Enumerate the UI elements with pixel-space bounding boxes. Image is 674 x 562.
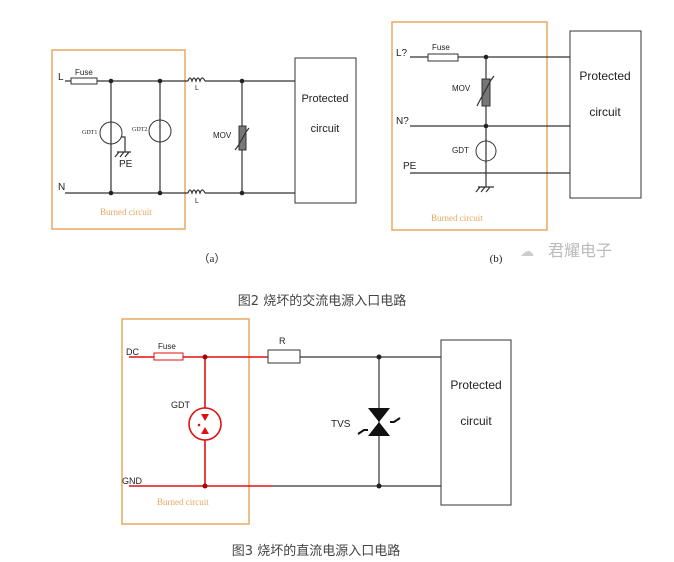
caption-fig2: 图2 烧坏的交流电源入口电路: [238, 293, 406, 309]
figure-3: DC GND Fuse R GDT TVS Protected circuit …: [121, 318, 512, 525]
junction-dots: [108, 78, 245, 196]
wires: [272, 356, 441, 487]
label-gnd: GND: [122, 476, 143, 486]
figure-a: L N Fuse GDT1 GDT2 PE L L MOV Protected …: [51, 49, 357, 265]
protected-label-2: circuit: [311, 123, 340, 135]
label-tvs: TVS: [331, 419, 351, 430]
fuse-icon: [427, 53, 459, 62]
label-n: N: [58, 182, 65, 193]
protected-circuit-box: [294, 57, 357, 204]
fuse-icon: [153, 352, 184, 361]
burned-circuit-box: [51, 49, 186, 230]
faulted-wires: [129, 356, 272, 487]
wechat-icon: ☁: [520, 244, 534, 260]
label-fuse: Fuse: [158, 342, 176, 351]
label-dc: DC: [126, 347, 139, 357]
label-gdt: GDT: [171, 400, 191, 410]
fuse-icon: [70, 77, 98, 85]
label-inductor-top: L: [195, 85, 199, 92]
burned-circuit-label: Burned circuit: [157, 497, 209, 507]
label-inductor-bottom: L: [195, 198, 199, 205]
ground-icon: [475, 139, 494, 193]
label-l: L?: [396, 48, 408, 59]
protected-label-1: Protected: [579, 69, 630, 83]
sublabel-b: (b): [490, 253, 503, 265]
label-n: N?: [396, 116, 409, 127]
protected-label-2: circuit: [460, 414, 492, 428]
sublabel-a: （a）: [199, 252, 226, 265]
label-l: L: [58, 72, 64, 83]
tvs-icon: [368, 408, 390, 436]
label-pe: PE: [119, 159, 133, 170]
gdt-icon: [188, 407, 222, 441]
mov-icon: [481, 78, 491, 107]
mov-slash: [476, 75, 495, 107]
burned-circuit-box: [121, 318, 250, 525]
label-gdt2: GDT2: [132, 127, 147, 133]
mov-slash: [234, 127, 250, 151]
label-mov: MOV: [213, 131, 232, 140]
label-gdt1: GDT1: [82, 130, 97, 136]
inductor-icon: [187, 77, 206, 195]
figure-b: L? N? PE Fuse MOV GDT Protected circuit …: [391, 21, 642, 265]
label-fuse: Fuse: [432, 43, 450, 52]
wires: [65, 80, 297, 194]
label-fuse: Fuse: [75, 68, 93, 77]
watermark: 君耀电子: [548, 241, 612, 260]
protected-circuit-box: [440, 339, 512, 506]
burned-circuit-label: Burned circuit: [431, 213, 483, 223]
wires: [410, 56, 570, 187]
label-mov: MOV: [452, 84, 471, 93]
label-gdt: GDT: [452, 146, 469, 155]
protected-label-1: Protected: [450, 378, 501, 392]
label-pe: PE: [403, 161, 417, 172]
ground-icon: [110, 120, 161, 158]
protected-label-1: Protected: [301, 93, 348, 105]
burned-circuit-label: Burned circuit: [100, 207, 152, 217]
resistor-icon: [267, 349, 301, 364]
label-r: R: [279, 336, 286, 346]
protected-label-2: circuit: [589, 105, 621, 119]
protected-circuit-box: [569, 30, 642, 199]
caption-fig3: 图3 烧坏的直流电源入口电路: [232, 543, 400, 559]
